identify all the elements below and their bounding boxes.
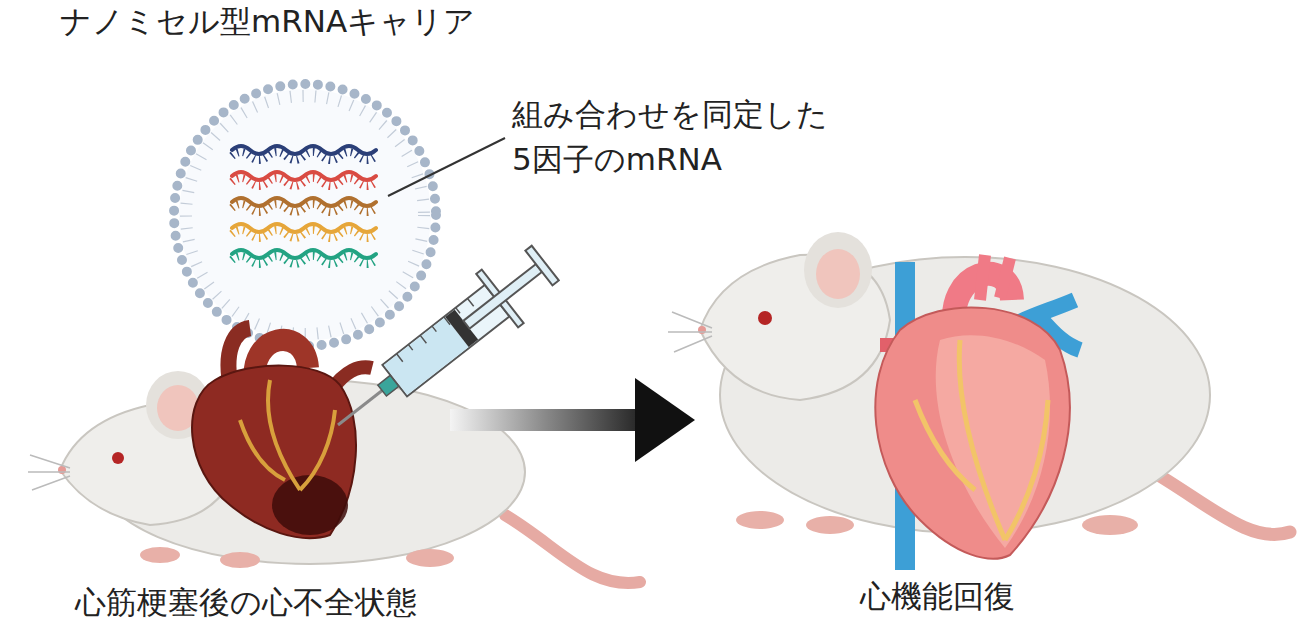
mouse-foot [1082,515,1138,535]
mrna-backbone [232,224,376,232]
mouse-ear-inner [816,249,860,299]
coronary-vessels [915,340,1048,540]
mrna-backbone [232,146,376,154]
syringe [317,236,566,452]
lipid-tails [186,96,424,334]
infarct-area [272,475,348,535]
mouse-tail [505,515,640,583]
syringe-scale [397,298,474,361]
mouse-foot [736,511,784,529]
syringe-rod [463,264,542,329]
aortic-branches [980,255,1010,300]
mouse-nose [58,466,66,474]
mouse-foot [140,547,180,563]
syringe-needle [338,391,382,425]
mrna-backbone [232,250,376,258]
mrna-strands [232,146,376,264]
mouse-whiskers [668,312,712,352]
mouse-foot [406,549,454,567]
mrna-strand [232,198,376,212]
mouse-nose [698,326,706,334]
heart-body [192,366,356,539]
state-caption: 心筋梗塞後の心不全状態 [75,583,417,622]
mouse-foot [806,516,854,534]
heart-healthy [875,255,1080,570]
heart-body [875,307,1069,558]
mrna-bases [232,152,376,160]
state-caption: 心機能回復 [860,577,1015,616]
mrna-bases [232,204,376,212]
mrna-bases [232,178,376,186]
transition-arrow [450,409,655,431]
carrier-group: ナノミセル型mRNAキャリア [40,0,520,360]
mouse-state: 心機能回復 [695,240,1290,628]
heart-failing [192,328,372,538]
callout-text: 組み合わせを同定した 5因子のmRNA [512,92,882,182]
mouse-state: 心筋梗塞後の心不全状態 [40,300,450,628]
mrna-bases [232,230,376,238]
mrna-bases [232,256,376,264]
lipid-heads [174,84,436,346]
mouse-eye [758,311,772,325]
mouse-ear [804,232,872,308]
mrna-backbone [232,198,376,206]
leader-line [388,138,505,196]
mrna-strand [232,146,376,160]
mrna-strand [232,224,376,238]
mrna-backbone [232,172,376,180]
syringe-thumb [525,246,558,286]
carrier-heading: ナノミセル型mRNAキャリア [60,2,475,41]
mrna-strand [232,250,376,264]
coronary-vessels [240,380,335,490]
mouse-foot [220,552,260,568]
mouse-whiskers [28,455,70,490]
mouse-tail [1150,470,1290,535]
micelle-core [179,89,431,341]
nanomicelle [174,84,436,346]
mouse-eye [112,452,124,464]
mrna-strand [232,172,376,186]
